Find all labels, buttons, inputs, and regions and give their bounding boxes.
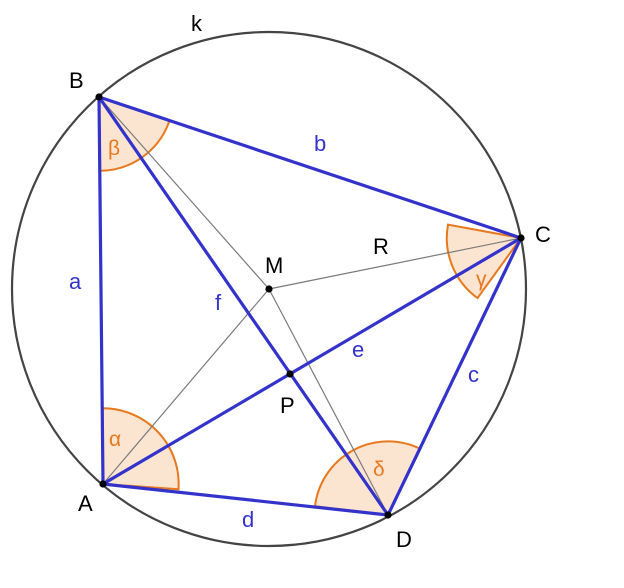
radius-segment-mc — [268, 237, 522, 290]
side-b — [97, 95, 523, 240]
angle-alpha-sector — [101, 407, 180, 491]
point-p — [286, 370, 294, 378]
angle-label-beta: β — [108, 137, 120, 160]
point-label-a: A — [78, 491, 93, 516]
side-label-c: c — [468, 362, 479, 387]
side-d — [101, 482, 390, 517]
angle-label-alpha: α — [109, 428, 121, 451]
radius-segment-mb — [98, 96, 270, 290]
angle-label-gamma: γ — [476, 268, 487, 291]
point-label-m: M — [265, 253, 283, 278]
point-label-b: B — [69, 68, 84, 93]
side-a — [97, 95, 105, 486]
point-m — [265, 285, 273, 293]
point-label-p: P — [280, 393, 295, 418]
diagonal-f — [97, 95, 390, 517]
point-c — [517, 234, 525, 242]
angle-delta-sector — [313, 440, 422, 517]
side-label-d: d — [242, 507, 254, 532]
diagonal-label-f: f — [215, 290, 222, 315]
diagonal-label-e: e — [352, 337, 364, 362]
point-label-c: C — [535, 222, 551, 247]
point-a — [99, 480, 107, 488]
radius-label: R — [373, 234, 389, 259]
radius-segment-ma — [102, 288, 270, 485]
circle-label-k: k — [191, 11, 203, 36]
side-c — [386, 236, 523, 517]
point-b — [95, 93, 103, 101]
side-label-a: a — [69, 269, 82, 294]
angle-label-delta: δ — [373, 458, 385, 481]
diagonal-e — [101, 236, 523, 486]
radius-segment-md — [268, 288, 389, 516]
point-label-d: D — [396, 527, 412, 552]
point-d — [384, 511, 392, 519]
side-label-b: b — [314, 131, 326, 156]
circumcircle-k — [10, 30, 528, 548]
